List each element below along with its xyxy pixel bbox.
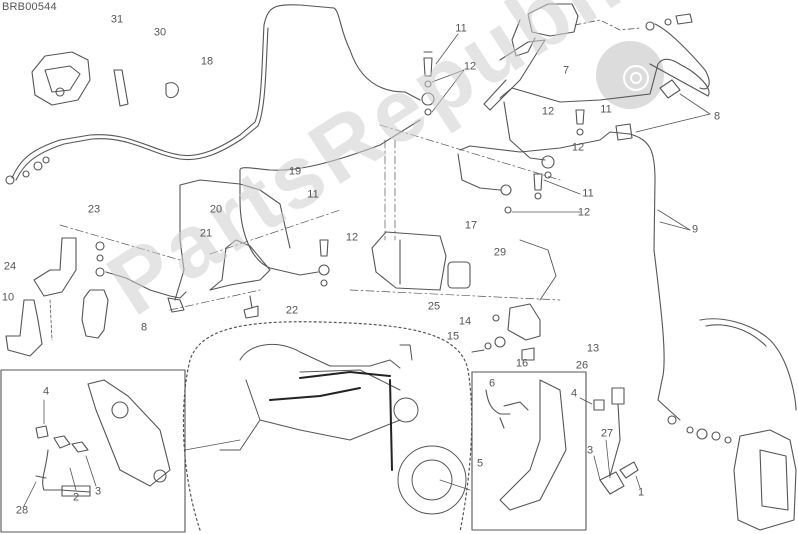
callout-13[interactable]: 13	[586, 342, 600, 355]
callout-24[interactable]: 24	[3, 260, 17, 273]
callout-12e[interactable]: 12	[345, 231, 359, 244]
gear-watermark-icon	[596, 41, 664, 109]
clip-icon	[165, 82, 179, 99]
pin-icon	[113, 69, 129, 107]
inset-front-sensor	[471, 371, 587, 531]
callout-17[interactable]: 17	[464, 219, 478, 232]
callout-29[interactable]: 29	[493, 246, 507, 259]
callout-18[interactable]: 18	[200, 55, 214, 68]
callout-31[interactable]: 31	[110, 13, 124, 26]
callout-5[interactable]: 5	[476, 457, 484, 470]
inset-rear-sensor	[0, 369, 186, 533]
callout-16[interactable]: 16	[515, 357, 529, 370]
callout-12b[interactable]: 12	[541, 105, 555, 118]
callout-11a[interactable]: 11	[455, 22, 467, 35]
callout-10[interactable]: 10	[1, 291, 15, 304]
callout-22[interactable]: 22	[285, 304, 299, 317]
rear-master-cylinder-icon	[81, 241, 109, 339]
callout-11b[interactable]: 11	[600, 103, 612, 116]
callout-20[interactable]: 20	[209, 203, 223, 216]
front-master-cylinder-icon	[483, 3, 579, 111]
banjo-fittings	[5, 57, 435, 185]
callout-25[interactable]: 25	[427, 300, 441, 313]
callout-23[interactable]: 23	[87, 203, 101, 216]
brake-hose-19	[239, 119, 421, 276]
callout-26[interactable]: 26	[575, 359, 589, 372]
abs-unit-icon	[371, 231, 471, 291]
motorcycle-icon	[219, 343, 467, 515]
brake-hose-7	[499, 58, 710, 103]
callout-12d[interactable]: 12	[577, 206, 591, 219]
callout-28[interactable]: 28	[15, 504, 29, 517]
callout-14[interactable]: 14	[458, 315, 472, 328]
callout-19[interactable]: 19	[288, 165, 302, 178]
callout-27[interactable]: 27	[600, 427, 614, 440]
brake-hose-front-lower	[459, 131, 681, 421]
callout-3b[interactable]: 3	[586, 444, 594, 457]
callout-3a[interactable]: 3	[94, 485, 102, 498]
brake-hose-18	[11, 4, 421, 179]
rear-caliper-icon	[31, 51, 91, 106]
front-caliper-icon	[699, 318, 797, 531]
callout-4a[interactable]: 4	[42, 385, 50, 398]
callout-12c[interactable]: 12	[571, 141, 585, 154]
callout-7[interactable]: 7	[562, 64, 570, 77]
callout-1[interactable]: 1	[637, 486, 645, 499]
callout-2[interactable]: 2	[72, 491, 80, 504]
diagram-code: BRB00544	[2, 1, 57, 13]
callout-11d[interactable]: 11	[307, 188, 319, 201]
callout-6[interactable]: 6	[488, 377, 496, 390]
callout-9[interactable]: 9	[691, 223, 699, 236]
callout-21[interactable]: 21	[199, 227, 213, 240]
callout-4b[interactable]: 4	[570, 387, 578, 400]
callout-8a[interactable]: 8	[713, 110, 721, 123]
bracket-23	[33, 237, 77, 297]
callout-30[interactable]: 30	[153, 26, 167, 39]
motorcycle-outline	[182, 321, 473, 533]
abs-mount-bracket-13	[507, 303, 541, 341]
callout-8b[interactable]: 8	[140, 321, 148, 334]
callout-12a[interactable]: 12	[463, 60, 477, 73]
heel-guard-10	[5, 299, 43, 357]
abs-bracket-icon	[209, 239, 271, 319]
gear-icon	[623, 65, 649, 91]
callout-15[interactable]: 15	[446, 330, 460, 343]
callout-11c[interactable]: 11	[582, 187, 594, 200]
